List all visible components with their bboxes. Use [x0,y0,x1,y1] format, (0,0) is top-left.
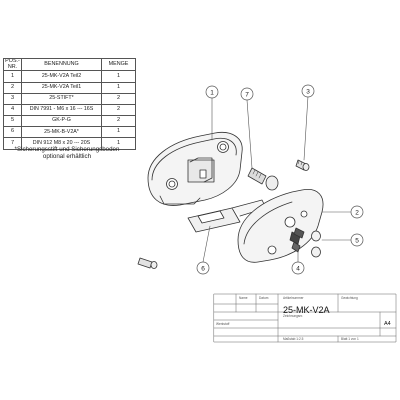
footnote-text: *Sicherungsstift und Sicherungsboden opt… [14,146,120,161]
title-label: Artikelnummer [283,296,304,300]
balloon-labels: 1 2 3 4 5 6 7 [201,89,359,273]
parts-list-header: POS.-NR. BENENNUNG MENGE [3,57,136,72]
row-name: DIN 912 M8 x 20 --- 20S [21,137,102,150]
table-row: 7 DIN 912 M8 x 20 --- 20S 1 [3,137,136,150]
balloon-3-label: 3 [306,89,310,96]
balloon-6-label: 6 [201,266,205,273]
part-locking-plate [187,199,267,233]
leader-lines [202,95,353,263]
title-block-frame [213,293,397,343]
balloon-5-label: 5 [355,238,359,245]
row-qty: 1 [101,126,136,139]
part-caps [311,230,321,258]
row-qty: 1 [101,137,136,150]
part-pin-lower [137,257,158,269]
title-label: Name [239,296,248,300]
part-countersunk-screw [289,227,305,253]
part-socket-screw [247,167,279,191]
balloon-circles [196,84,364,275]
drawing-title: 25-MK-V2A [283,305,330,315]
balloon-4-label: 4 [296,266,300,273]
title-label: Werkstoff [216,322,230,326]
part-clamp-upper [147,131,243,206]
table-row: 6 25-MK-B-V2A* 1 [3,126,136,139]
title-label: Maßstab 1:2.5 [283,337,304,341]
title-label: Zeichnungsnr. [283,314,304,318]
balloon-2-label: 2 [355,210,359,217]
header-pos: POS.-NR. [3,57,22,72]
title-label: Gewichtung [341,296,358,300]
title-label: Datum [259,296,269,300]
row-qty: 1 [101,81,136,94]
parts-list-table: POS.-NR. BENENNUNG MENGE 1 25-MK-V2A Tei… [3,57,136,150]
table-row: 5 GK-P-G 2 [3,115,136,128]
title-label: Blatt 1 von 1 [341,337,359,341]
balloon-7-label: 7 [245,92,249,99]
row-qty: 2 [101,115,136,128]
balloon-1-label: 1 [210,90,214,97]
header-qty: MENGE [101,57,136,72]
sheet-size: A4 [384,321,391,327]
part-clamp-lower [237,189,324,263]
part-pin-upper [295,159,310,171]
